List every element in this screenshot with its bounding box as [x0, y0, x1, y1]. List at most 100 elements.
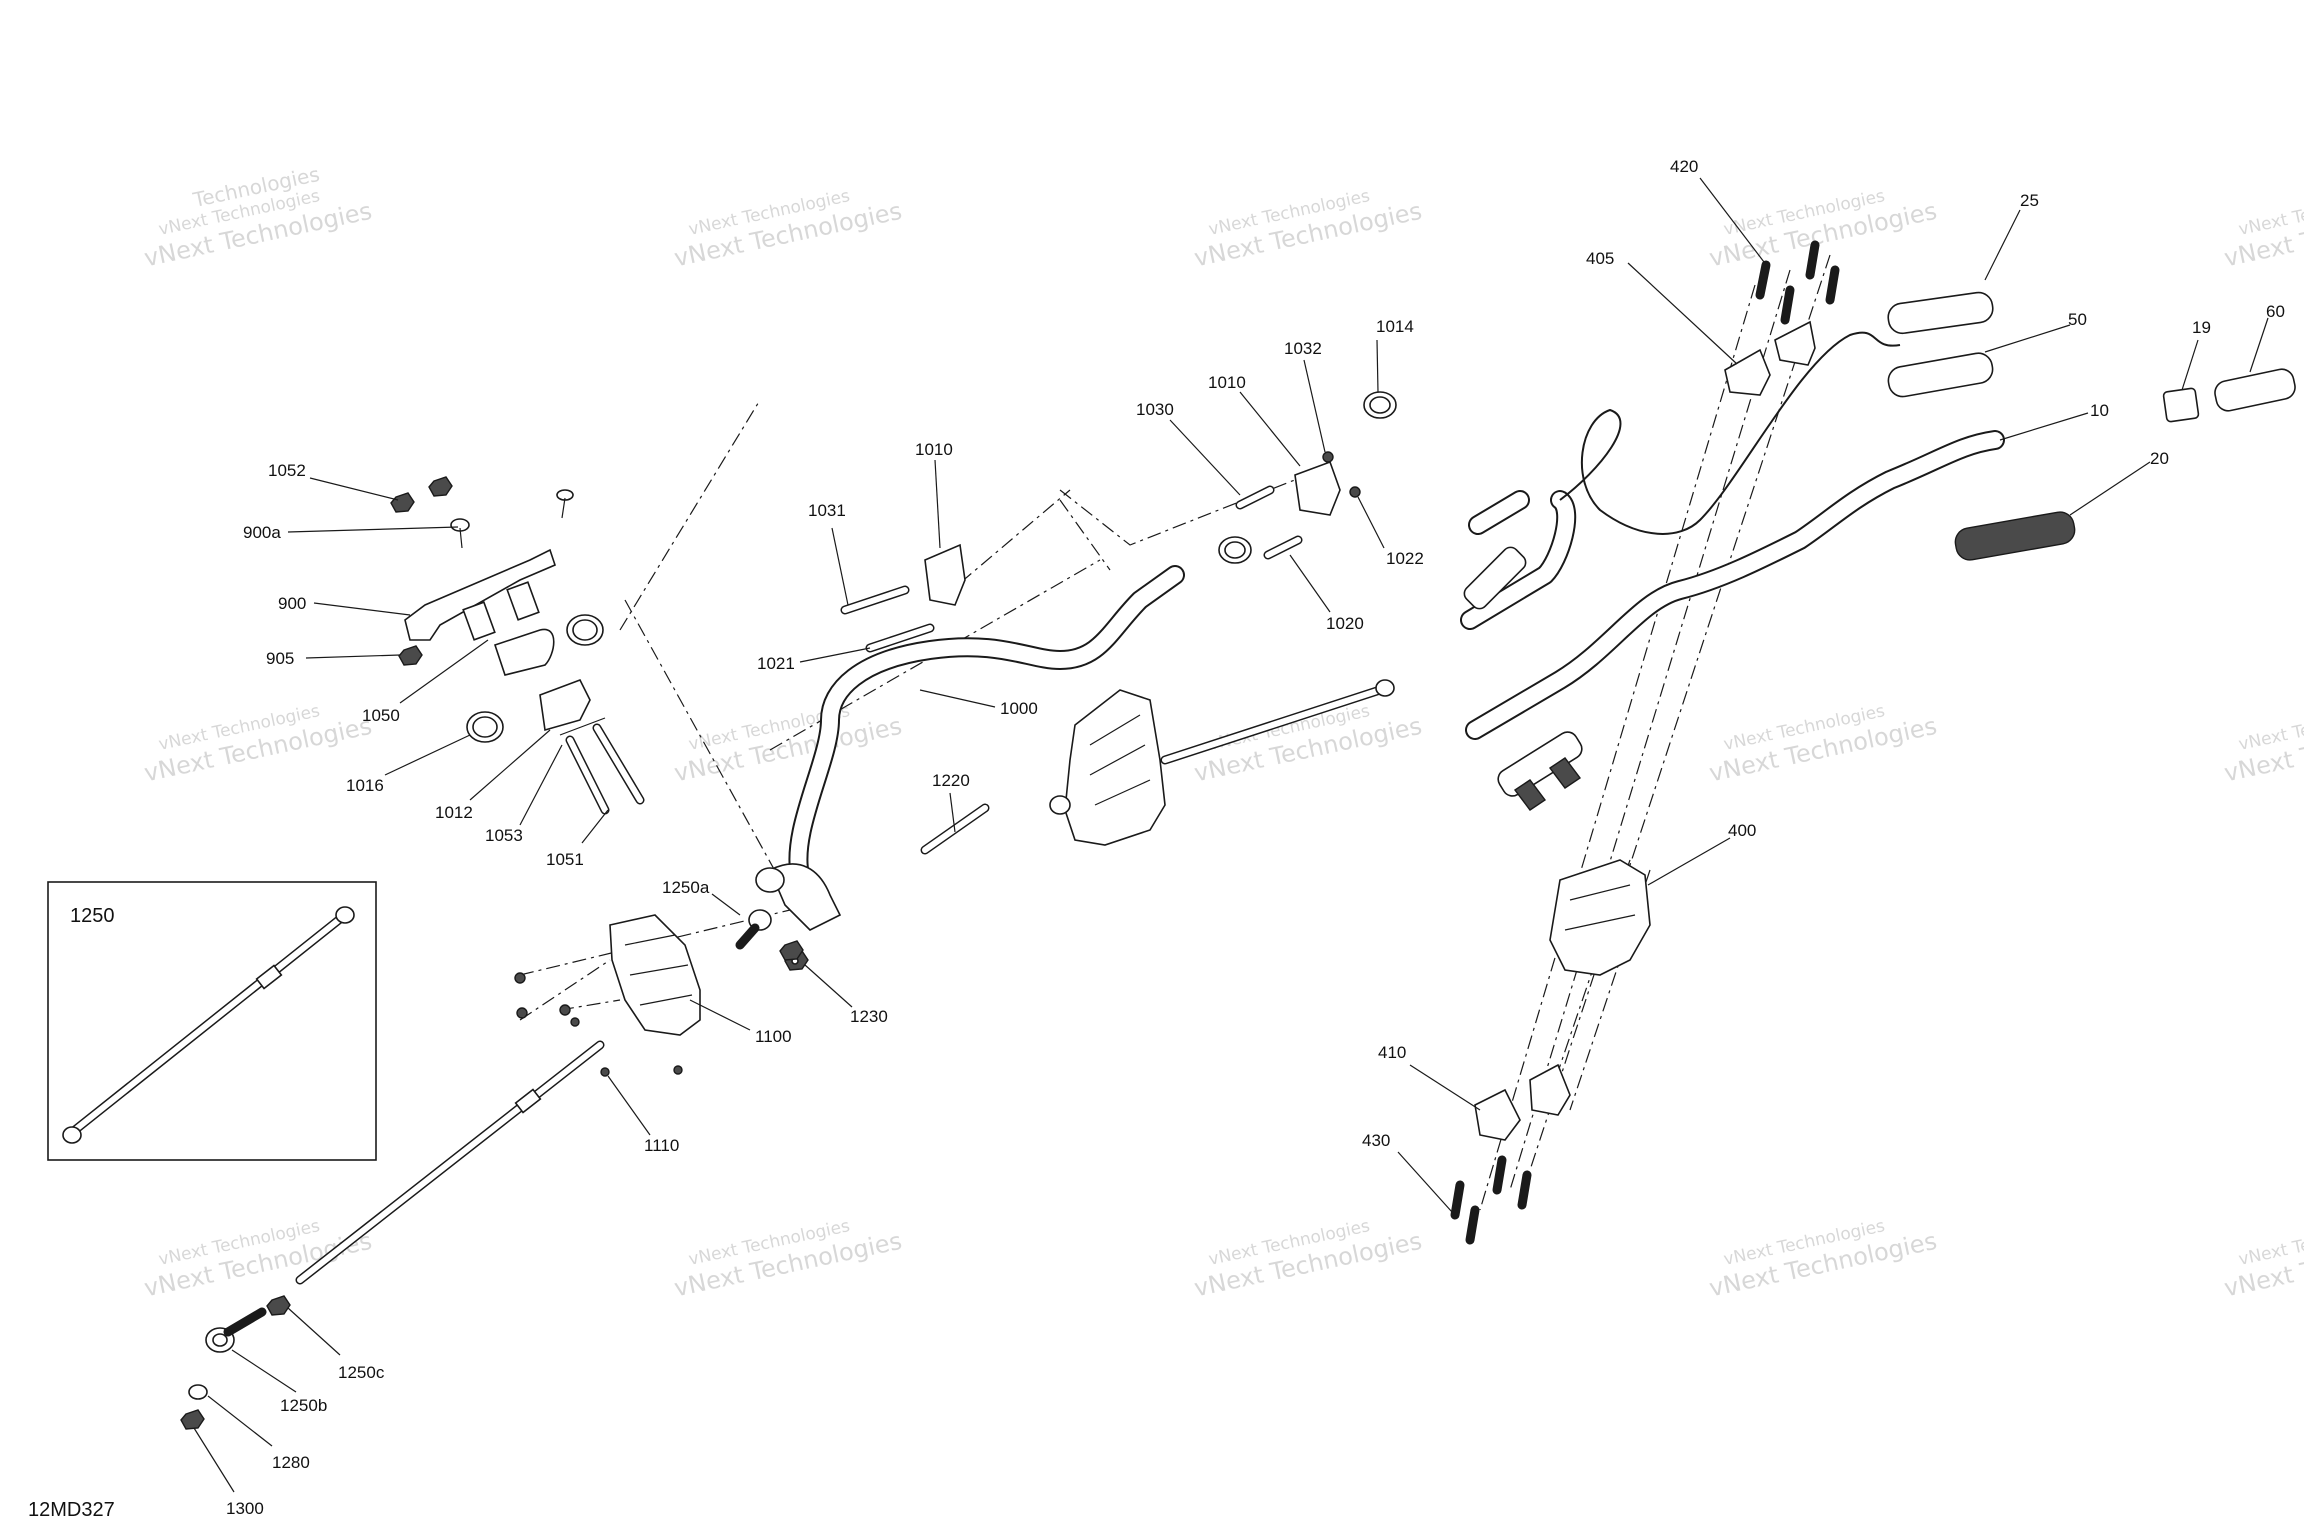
ball-joint-1250b-eye — [212, 1333, 228, 1347]
bolt-430 — [1492, 1155, 1507, 1195]
leader — [313, 602, 411, 616]
centerline — [1509, 269, 1791, 1191]
tie-rod-collar — [514, 1088, 542, 1114]
grip-25 — [1887, 291, 1994, 335]
grip-left — [1497, 731, 1583, 797]
leader — [1289, 554, 1331, 613]
screw-1110 — [600, 1067, 610, 1077]
screw — [570, 1017, 580, 1027]
leader — [1409, 1064, 1481, 1111]
watermark: vNext Technologies vNext Technologies — [2222, 701, 2304, 787]
leader — [1169, 419, 1241, 496]
part-60 — [2214, 368, 2296, 412]
bolt-1031-inner — [842, 587, 908, 613]
centerline — [1059, 499, 1111, 571]
figure-id: 12MD327 — [28, 1499, 115, 1521]
inset-1250: 1250 — [47, 881, 377, 1161]
callout-1010-right: 1010 — [1208, 373, 1246, 392]
centerline — [1529, 254, 1831, 1171]
riser-400 — [1549, 859, 1651, 976]
callout-1250c: 1250c — [338, 1363, 385, 1382]
nut-1032 — [1322, 451, 1334, 463]
tie-rod-inner — [1162, 687, 1383, 763]
callout-400: 400 — [1728, 821, 1756, 840]
block-1050 — [506, 581, 540, 621]
callout-405: 405 — [1586, 249, 1614, 268]
nut-905 — [398, 645, 423, 666]
watermark: vNext Technologies vNext Technologies — [1192, 186, 1425, 272]
leader — [193, 1427, 235, 1493]
clamp-405 — [1774, 320, 1816, 366]
bolt-1021-inner — [867, 625, 933, 651]
leader — [1984, 324, 2071, 353]
housing-eye — [1049, 795, 1071, 815]
callout-1016: 1016 — [346, 776, 384, 795]
callout-1050: 1050 — [362, 706, 400, 725]
inset-label: 1250 — [70, 905, 115, 927]
callout-1300: 1300 — [226, 1499, 264, 1518]
handlebar-assembly — [1450, 240, 2296, 1245]
inset-rod-end — [335, 906, 355, 924]
leader — [287, 526, 459, 533]
bolt-420 — [1780, 285, 1795, 325]
centerline — [1059, 469, 1321, 546]
washer-1280 — [188, 1384, 208, 1400]
leader — [831, 527, 849, 606]
leader — [207, 1395, 273, 1447]
grip-20 — [1954, 511, 2076, 561]
leader — [309, 477, 399, 501]
callout-1000: 1000 — [1000, 699, 1038, 718]
bolt-420 — [1825, 265, 1840, 305]
callout-900: 900 — [278, 594, 306, 613]
bolt-420 — [1805, 240, 1820, 280]
grip-50 — [1887, 352, 1994, 398]
leader — [1357, 496, 1385, 549]
column-housing-assembly — [1049, 679, 1395, 846]
callout-1032: 1032 — [1284, 339, 1322, 358]
stem-lower-mount — [768, 863, 842, 931]
leader — [1627, 262, 1738, 365]
watermark: vNext Technologies vNext Technologies — [142, 701, 375, 787]
clamp-1010-right — [1294, 460, 1341, 516]
screw — [514, 972, 526, 984]
callout-905: 905 — [266, 649, 294, 668]
leader — [949, 792, 956, 833]
washer-1230 — [779, 940, 804, 961]
tie-rod-1250-inner — [297, 1042, 603, 1283]
callout-420: 420 — [1670, 157, 1698, 176]
stud-900a-shank — [459, 527, 463, 549]
leader — [919, 689, 996, 708]
watermark: vNext Technologies vNext Technologies — [1707, 1216, 1940, 1302]
bushing-1016-inner — [472, 716, 498, 738]
leader — [1376, 339, 1379, 393]
leader — [231, 1349, 297, 1393]
callout-900a: 900a — [243, 523, 281, 542]
callout-1230: 1230 — [850, 1007, 888, 1026]
inset-tie-rod-inner — [72, 912, 348, 1133]
bushing-1016-inner — [572, 619, 598, 641]
callout-50: 50 — [2068, 310, 2087, 329]
ball-joint-1250a-stem — [735, 923, 760, 950]
callout-1220: 1220 — [932, 771, 970, 790]
watermark: vNext Technologies vNext Technologies — [2222, 186, 2304, 272]
leader — [1984, 209, 2021, 281]
inset-collar — [255, 964, 283, 990]
upper-clamp-assembly — [390, 476, 645, 815]
bushing-1014-inner — [1369, 396, 1391, 414]
callout-25: 25 — [2020, 191, 2039, 210]
bolt-1051-inner — [594, 725, 643, 803]
callout-1053: 1053 — [485, 826, 523, 845]
leader — [1647, 837, 1731, 886]
callout-1012: 1012 — [435, 803, 473, 822]
bolt-430 — [1517, 1170, 1532, 1210]
leader — [581, 809, 609, 844]
bolt-430 — [1450, 1180, 1465, 1220]
leader — [1999, 412, 2089, 441]
leader — [469, 729, 551, 801]
stem-pivot — [755, 867, 785, 893]
leader — [799, 647, 871, 663]
callout-1110: 1110 — [644, 1136, 679, 1155]
leader — [711, 893, 741, 916]
inset-frame — [47, 881, 377, 1161]
bolt-430 — [1465, 1205, 1480, 1245]
